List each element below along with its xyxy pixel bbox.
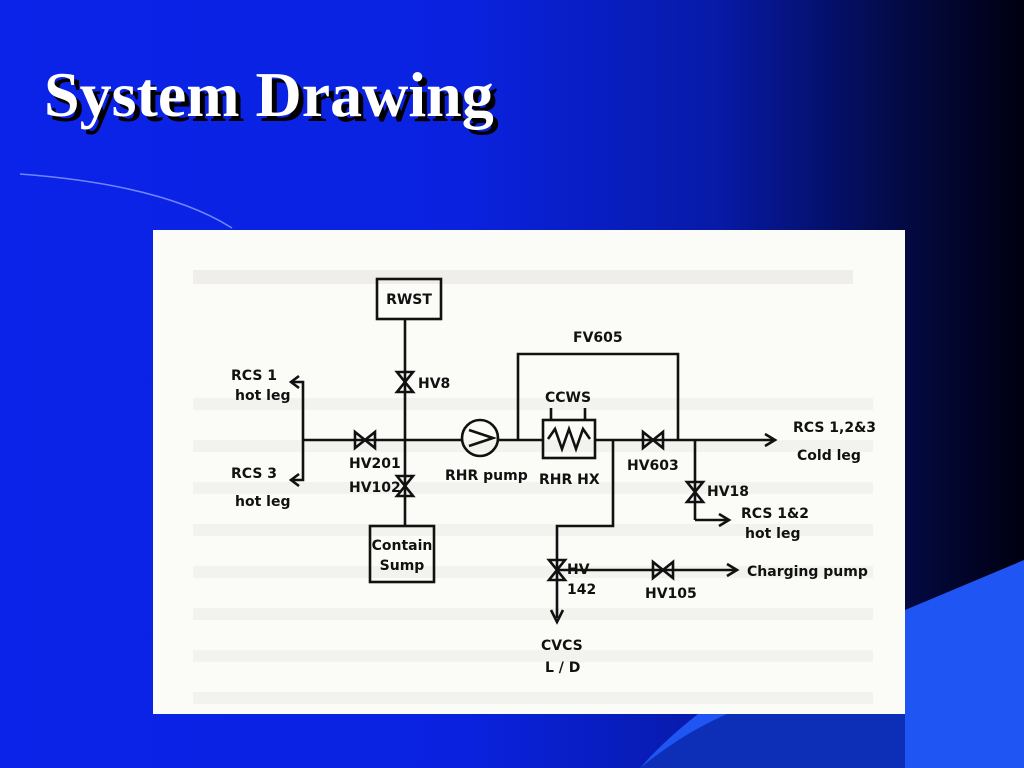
hv18-label: HV18 <box>707 484 749 500</box>
hv142-valve <box>546 558 568 582</box>
rcs1-arrow-icon <box>288 374 300 390</box>
rcs3-arrow-icon <box>288 472 300 488</box>
rcs1-label: RCS 1 <box>231 368 277 384</box>
rcs12-label: RCS 1&2 <box>741 506 809 522</box>
rhr-hx-label: RHR HX <box>539 472 600 488</box>
rhr-hx-coil-icon <box>546 425 592 453</box>
hot-leg-12-label: hot leg <box>745 526 800 542</box>
ccws-label: CCWS <box>545 390 591 406</box>
contain-sump-box <box>368 524 436 584</box>
hv102-valve <box>394 474 416 498</box>
fv605-label: FV605 <box>573 330 623 346</box>
rcs123-label: RCS 1,2&3 <box>793 420 876 436</box>
hot-leg-1-label: hot leg <box>235 388 290 404</box>
cvcs-arrow-icon <box>549 609 565 625</box>
ld-label: L / D <box>545 660 580 676</box>
ccws-connection-lines <box>549 408 587 420</box>
paper-texture <box>193 270 873 704</box>
rcs12-arrow-icon <box>718 512 732 528</box>
rcs3-label: RCS 3 <box>231 466 277 482</box>
slide-title: System Drawing <box>44 59 494 130</box>
hv18-valve <box>684 480 706 504</box>
hv142-number-label: 142 <box>567 582 596 598</box>
rhr-pump-icon <box>460 418 500 458</box>
cold-leg-label: Cold leg <box>797 448 861 464</box>
hv105-label: HV105 <box>645 586 697 602</box>
cvcs-label: CVCS <box>541 638 583 654</box>
cold-leg-arrow-icon <box>764 432 778 448</box>
charging-arrow-icon <box>726 562 740 578</box>
hv102-label: HV102 <box>349 480 401 496</box>
charging-pump-label: Charging pump <box>747 564 868 580</box>
fv605-bypass-line <box>516 352 680 440</box>
system-diagram: RWST HV8 RCS 1 hot leg RCS 3 hot leg HV2… <box>193 270 876 704</box>
rhr-pump-impeller-icon <box>468 428 498 448</box>
system-drawing-image: RWST HV8 RCS 1 hot leg RCS 3 hot leg HV2… <box>153 230 905 714</box>
rhr-pump-label: RHR pump <box>445 468 528 484</box>
rwst-box <box>375 277 443 321</box>
hot-leg-3-label: hot leg <box>235 494 290 510</box>
hv201-valve <box>353 429 377 451</box>
rcs1-pipe <box>291 380 305 440</box>
rwst-label: RWST <box>386 292 432 308</box>
hv201-label: HV201 <box>349 456 401 472</box>
contain-label: Contain <box>372 538 433 554</box>
hv8-label: HV8 <box>418 376 450 392</box>
hv603-valve <box>641 429 665 451</box>
hv105-valve <box>651 559 675 581</box>
rcs3-pipe <box>291 440 305 482</box>
sump-label: Sump <box>380 558 425 574</box>
hv603-label: HV603 <box>627 458 679 474</box>
hv8-valve <box>394 370 416 394</box>
swoosh-line <box>19 173 233 229</box>
